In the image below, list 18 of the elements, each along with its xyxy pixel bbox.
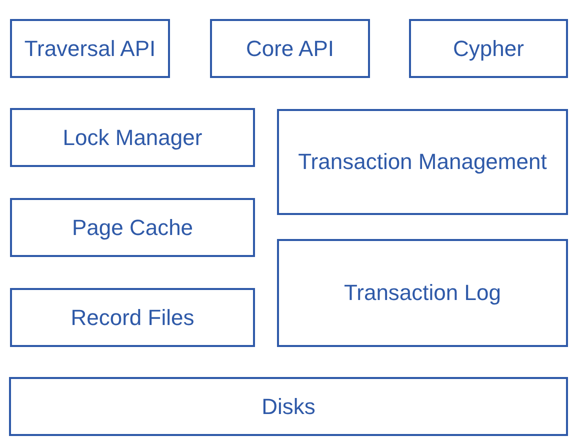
component-box [409, 19, 568, 78]
component-box [9, 377, 568, 436]
component-box [10, 288, 255, 347]
box-label: Traversal API [24, 34, 156, 62]
box-label: Record Files [70, 304, 194, 332]
box-label: Transaction Management [298, 148, 547, 176]
box-label: Transaction Log [344, 279, 501, 307]
component-box [277, 109, 568, 215]
component-box [277, 239, 568, 347]
component-box [10, 19, 170, 78]
box-label: Cypher [453, 34, 524, 62]
box-label: Core API [246, 34, 334, 62]
box-label: Disks [262, 392, 316, 420]
box-label: Page Cache [72, 214, 194, 242]
component-box [210, 19, 370, 78]
component-box [10, 198, 255, 257]
component-box [10, 108, 255, 167]
box-label: Lock Manager [62, 124, 202, 152]
